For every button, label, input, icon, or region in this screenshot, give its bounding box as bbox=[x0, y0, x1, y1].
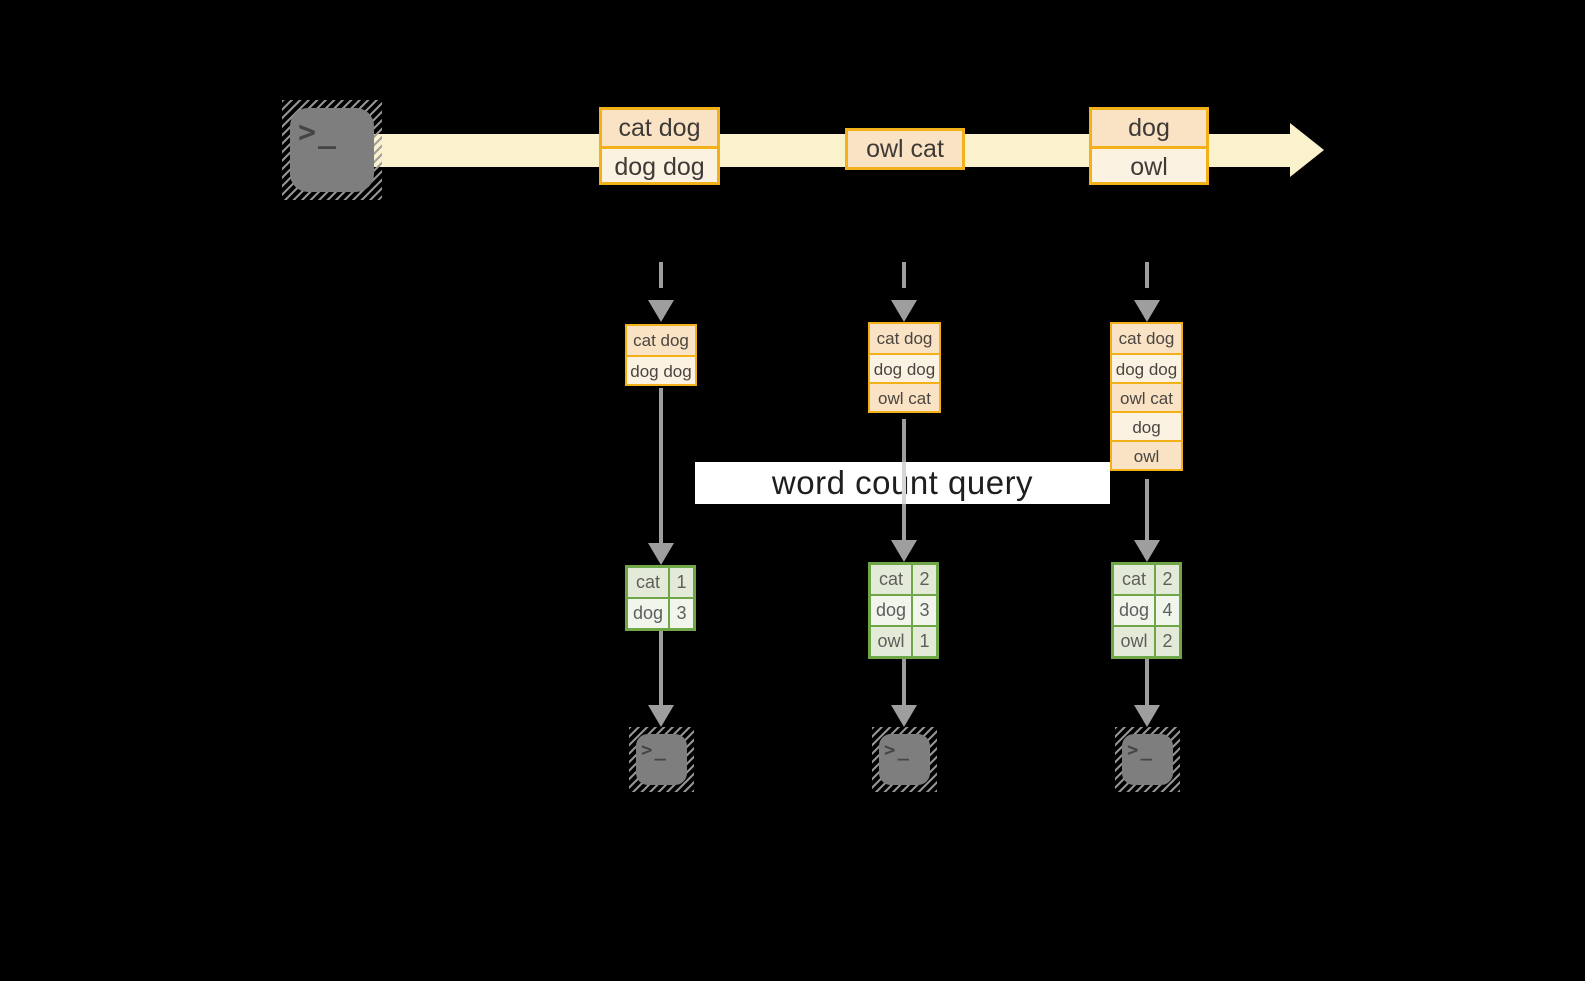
stream-event-box-3: dog owl bbox=[1089, 107, 1209, 185]
dashed-arrow-head bbox=[891, 300, 917, 322]
state-line: cat dog bbox=[627, 326, 695, 355]
result-row: dog 4 bbox=[1114, 594, 1179, 625]
state-line: cat dog bbox=[870, 324, 939, 353]
word-cell: dog bbox=[1114, 596, 1156, 625]
sink-terminal-icon-1: >_ bbox=[629, 727, 694, 792]
source-terminal-icon: >_ bbox=[282, 100, 382, 200]
stream-event-box-2: owl cat bbox=[845, 128, 965, 170]
word-cell: cat bbox=[1114, 565, 1156, 594]
state-line: dog bbox=[1112, 411, 1181, 440]
state-line: owl cat bbox=[870, 382, 939, 411]
word-cell: dog bbox=[628, 599, 670, 628]
word-cell: cat bbox=[871, 565, 913, 594]
dashed-arrow-head bbox=[1134, 300, 1160, 322]
result-row: dog 3 bbox=[871, 594, 936, 625]
state-buffer-2: cat dog dog dog owl cat bbox=[868, 322, 941, 413]
result-row: owl 2 bbox=[1114, 625, 1179, 656]
event-line: owl bbox=[1092, 146, 1206, 182]
result-table-1: cat 1 dog 3 bbox=[625, 565, 696, 631]
dashed-arrow-line bbox=[1145, 262, 1149, 292]
flow-arrow-head bbox=[1134, 705, 1160, 727]
dashed-arrow-line bbox=[659, 262, 663, 292]
flow-arrow-line bbox=[902, 659, 906, 705]
terminal-prompt-icon: >_ bbox=[1127, 739, 1154, 761]
state-buffer-1: cat dog dog dog bbox=[625, 324, 697, 386]
flow-arrow-line bbox=[659, 388, 663, 543]
result-table-2: cat 2 dog 3 owl 1 bbox=[868, 562, 939, 659]
stream-arrow-head bbox=[1290, 123, 1324, 177]
flow-arrow-line bbox=[1145, 659, 1149, 705]
flow-arrow-line-over-banner bbox=[902, 462, 906, 504]
terminal-icon-body bbox=[1122, 734, 1173, 785]
terminal-icon-body bbox=[290, 108, 374, 192]
sink-terminal-icon-2: >_ bbox=[872, 727, 937, 792]
result-row: cat 1 bbox=[628, 568, 693, 597]
count-cell: 4 bbox=[1156, 596, 1179, 625]
event-line: owl cat bbox=[848, 131, 962, 167]
word-cell: cat bbox=[628, 568, 670, 597]
flow-arrow-head bbox=[891, 540, 917, 562]
flow-arrow-head bbox=[648, 543, 674, 565]
terminal-prompt-icon: >_ bbox=[884, 739, 911, 761]
event-line: dog bbox=[1092, 110, 1206, 146]
count-cell: 1 bbox=[913, 627, 936, 656]
dashed-arrow-line bbox=[902, 262, 906, 292]
result-row: owl 1 bbox=[871, 625, 936, 656]
event-line: dog dog bbox=[602, 146, 717, 182]
terminal-prompt-icon: >_ bbox=[298, 115, 339, 150]
terminal-icon-body bbox=[636, 734, 687, 785]
dashed-arrow-head bbox=[648, 300, 674, 322]
count-cell: 2 bbox=[1156, 627, 1179, 656]
stream-event-box-1: cat dog dog dog bbox=[599, 107, 720, 185]
state-line: owl cat bbox=[1112, 382, 1181, 411]
word-cell: dog bbox=[871, 596, 913, 625]
flow-arrow-head bbox=[891, 705, 917, 727]
result-row: cat 2 bbox=[871, 565, 936, 594]
state-line: owl bbox=[1112, 440, 1181, 469]
sink-terminal-icon-3: >_ bbox=[1115, 727, 1180, 792]
word-cell: owl bbox=[871, 627, 913, 656]
count-cell: 2 bbox=[1156, 565, 1179, 594]
flow-arrow-line bbox=[1145, 479, 1149, 540]
count-cell: 2 bbox=[913, 565, 936, 594]
flow-arrow-line bbox=[659, 631, 663, 705]
count-cell: 3 bbox=[913, 596, 936, 625]
result-row: cat 2 bbox=[1114, 565, 1179, 594]
state-line: dog dog bbox=[870, 353, 939, 382]
state-line: dog dog bbox=[627, 355, 695, 384]
count-cell: 1 bbox=[670, 568, 693, 597]
state-line: dog dog bbox=[1112, 353, 1181, 382]
terminal-prompt-icon: >_ bbox=[641, 739, 668, 761]
flow-arrow-head bbox=[1134, 540, 1160, 562]
result-table-3: cat 2 dog 4 owl 2 bbox=[1111, 562, 1182, 659]
event-line: cat dog bbox=[602, 110, 717, 146]
flow-arrow-head bbox=[648, 705, 674, 727]
state-buffer-3: cat dog dog dog owl cat dog owl bbox=[1110, 322, 1183, 471]
word-cell: owl bbox=[1114, 627, 1156, 656]
state-line: cat dog bbox=[1112, 324, 1181, 353]
count-cell: 3 bbox=[670, 599, 693, 628]
terminal-icon-body bbox=[879, 734, 930, 785]
result-row: dog 3 bbox=[628, 597, 693, 628]
